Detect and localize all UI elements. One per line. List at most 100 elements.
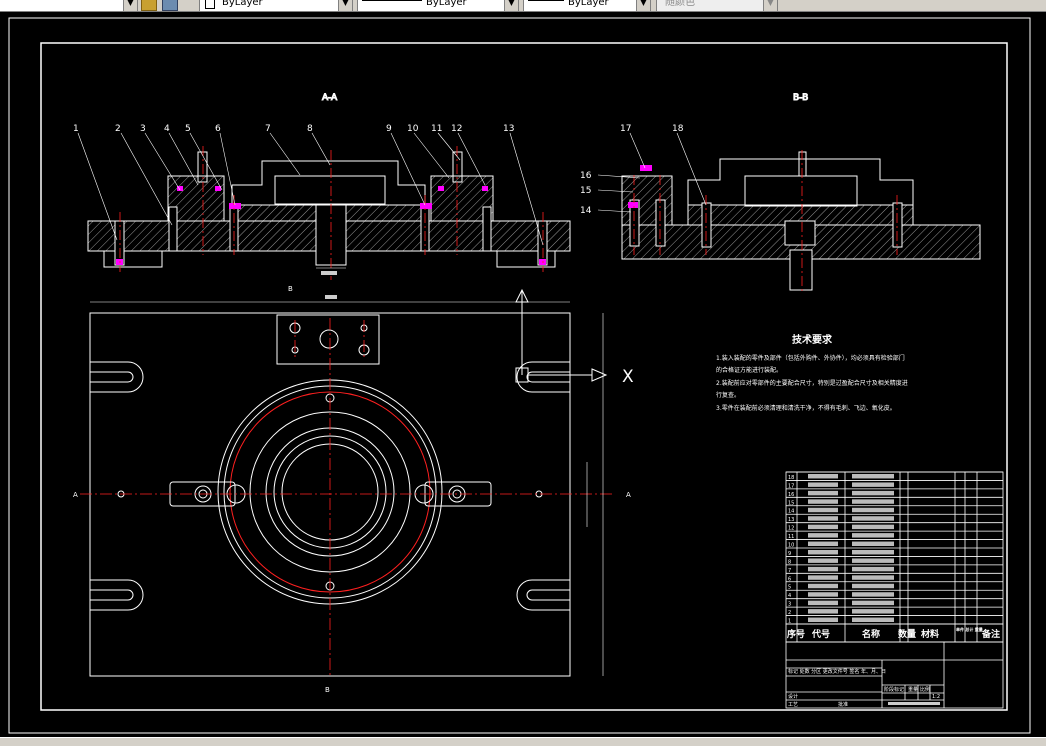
parts-row-code [808,541,838,546]
chevron-down-icon[interactable]: ▼ [123,0,137,11]
spindle-b [789,249,813,291]
header-code: 代号 [811,628,830,640]
parts-row-code [808,533,838,538]
chevron-down-icon[interactable]: ▼ [636,0,650,11]
left-foot [103,250,163,268]
parts-row-seq: 10 [788,543,794,549]
layer-dropdown[interactable]: ▼ [0,0,138,11]
left-stud [197,151,208,183]
section-b-leaders [597,132,707,213]
color-dropdown[interactable]: ByLayer ▼ [199,0,353,11]
spindle-head-b [784,220,816,246]
balloon-label: 6 [215,124,221,134]
status-bar [0,737,1046,746]
parts-header-labels: 序号 代号 名称 数量 材料 单件 总计 重量 备注 [787,626,1000,640]
parts-row-seq: 11 [788,534,794,540]
balloon-label: 18 [672,124,684,134]
stage-label: 阶段标记 [884,686,904,693]
plotstyle-dropdown-value: 随颜色 [665,0,695,8]
balloon-label: 2 [115,124,121,134]
plotstyle-dropdown[interactable]: 随颜色 ▼ [656,0,778,11]
parts-row-seq: 17 [788,483,794,489]
parts-row-name [852,583,894,589]
parts-row-seq: 6 [788,576,791,582]
parts-row-code [808,575,838,580]
fastener [438,186,444,191]
section-a-view[interactable]: A-A [73,93,571,280]
fixture-inner-b [744,175,858,207]
parts-row-seq: 4 [788,593,791,599]
bolt-circle [229,391,431,593]
parts-row-name [852,490,894,496]
lineweight-dropdown[interactable]: ByLayer ▼ [523,0,651,11]
balloon-label: 7 [265,124,271,134]
pin [892,202,903,248]
view-direction-label: X [622,367,634,387]
lineweight-swatch-icon [528,0,564,1]
section-b-view[interactable]: B-B 17 [580,93,981,292]
right-stud [452,151,463,183]
parts-row-code [808,507,838,513]
pin [168,206,178,252]
chevron-down-icon[interactable]: ▼ [763,0,777,11]
header-name: 名称 [862,628,880,640]
parts-row-name [852,516,894,521]
linetype-dropdown[interactable]: ByLayer ▼ [357,0,519,11]
title-block[interactable]: 标记 处数 分区 更改文件号 签名 年、月、日 设计 工艺 批准 阶段标记 重量… [785,641,1004,709]
dimension-text [321,271,337,275]
parts-row-name [852,617,894,622]
parts-row-name [852,566,894,572]
parts-row-code [808,499,838,504]
balloon-label: 17 [620,124,631,134]
tech-req-line: 3.零件在装配前必须清理和清洗干净，不得有毛刺、飞边、氧化皮。 [716,404,896,412]
parts-row-code [808,600,838,606]
drawing-canvas[interactable]: A-A [0,11,1046,745]
parts-row-code [808,550,838,555]
outer-sheet-border [8,17,1031,734]
tech-req-line: 行复查。 [716,391,740,399]
parts-row-name [852,575,894,580]
plan-view[interactable]: A A B B X [73,285,634,694]
tech-req-line: 的合格证方能进行装配。 [716,366,782,374]
fastener [215,186,221,191]
parts-row-seq: 18 [788,475,794,481]
section-mark-b-bottom: B [325,686,330,694]
parts-row-code [808,617,838,622]
title-block-fill [888,702,940,705]
color-swatch-icon [205,0,215,9]
pin [114,220,125,266]
fixture-ring [273,435,387,549]
parts-row-seq: 13 [788,517,794,523]
mounting-slots [90,361,570,611]
balloon-label: 4 [164,124,170,134]
section-b-title: B-B [793,93,808,103]
section-mark-a-right: A [626,491,631,499]
pin [701,202,712,248]
scale-value: 1:2 [932,694,940,700]
parts-row-name [852,499,894,504]
parts-row-name [852,541,894,546]
parts-row-seq: 9 [788,551,791,557]
parts-row-name [852,558,894,563]
pin [655,199,666,247]
section-b-balloons: 17 18 16 15 14 [580,124,684,216]
parts-row-name [852,533,894,538]
plan-base-outline [89,312,571,677]
parts-row-seq: 1 [788,619,791,625]
parts-row-code [808,524,838,530]
parts-row-code [808,516,838,521]
layer-previous-icon[interactable] [162,0,178,11]
approved-label: 批准 [838,701,848,708]
header-remark: 备注 [981,628,1000,640]
header-seq: 序号 [787,628,805,640]
layer-state-icon[interactable] [141,0,157,11]
parts-row-name [852,507,894,513]
technical-requirements: 技术要求 1.装入装配的零件及部件（包括外购件、外协件），均必须具有检验部门 的… [716,333,908,412]
chevron-down-icon[interactable]: ▼ [338,0,352,11]
balloon-label: 3 [140,124,146,134]
chevron-down-icon[interactable]: ▼ [504,0,518,11]
balloon-label: 11 [431,124,442,134]
fixture-body-b [687,158,914,205]
